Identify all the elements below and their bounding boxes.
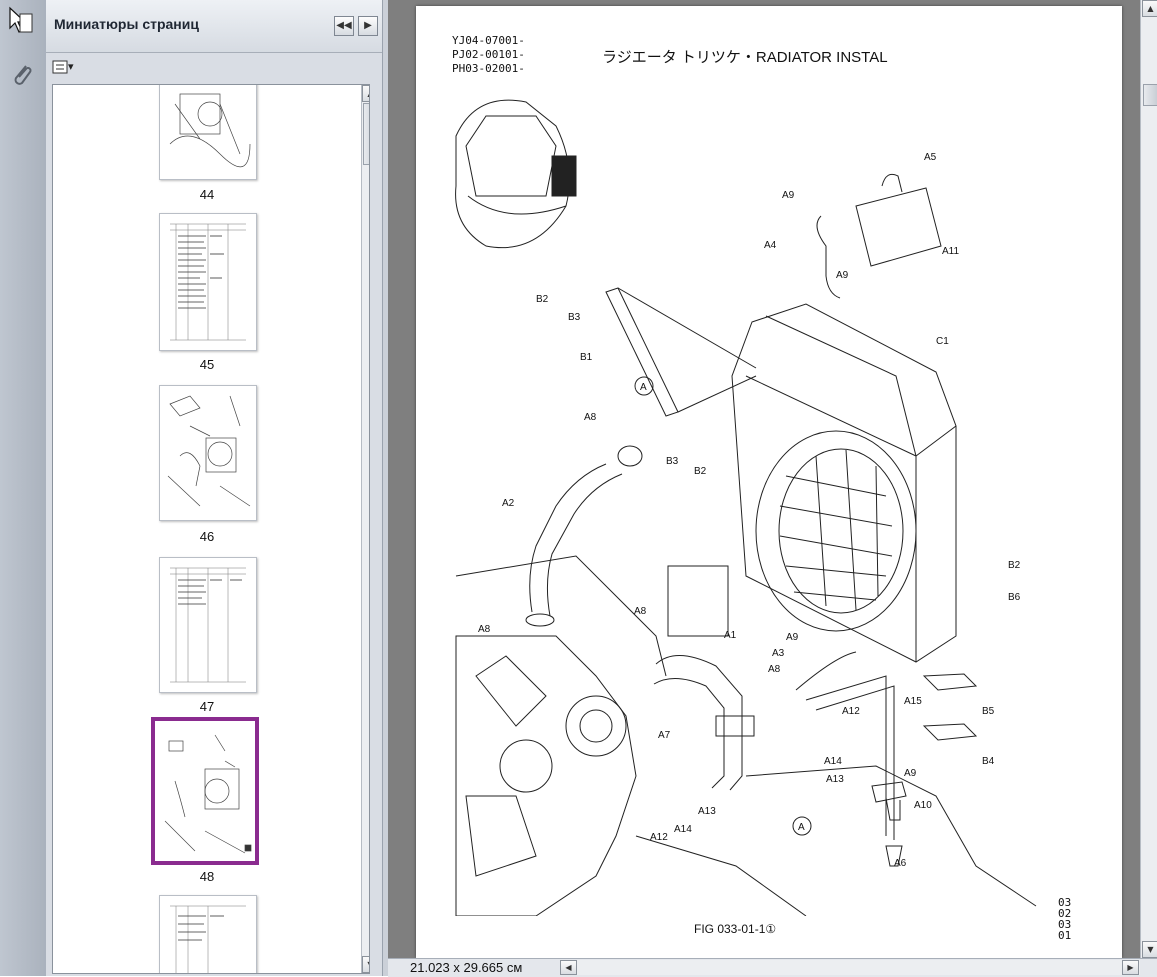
drawing-title: ラジエータ トリツケ・RADIATOR INSTAL xyxy=(602,49,888,66)
status-bar: 21.023 x 29.665 см ◀ ▶ xyxy=(388,958,1157,977)
thumbnail-options-button[interactable]: ▾ xyxy=(52,58,80,76)
callout-label: B3 xyxy=(568,312,581,323)
callout-label: C1 xyxy=(936,336,949,347)
callout-label: A9 xyxy=(836,270,849,281)
callout-label: A4 xyxy=(764,240,777,251)
callout-label: A10 xyxy=(914,800,932,811)
callout-label: A5 xyxy=(924,152,937,163)
scroll-right-button[interactable]: ▶ xyxy=(1122,960,1139,975)
thumbnail-page-next[interactable] xyxy=(159,895,257,973)
page-size-readout: 21.023 x 29.665 см xyxy=(410,960,523,975)
model-code: PH03-02001- xyxy=(452,62,525,75)
thumbnail-label: 45 xyxy=(199,357,215,372)
panel-splitter[interactable] xyxy=(382,0,389,976)
scroll-thumb[interactable] xyxy=(1143,84,1157,106)
scroll-up-button[interactable]: ▲ xyxy=(362,85,369,102)
thumbnail-scrollbar[interactable]: ▲ ▼ xyxy=(361,85,369,973)
callout-label: A11 xyxy=(942,246,959,257)
options-icon xyxy=(52,60,68,74)
radiator-diagram: A5 A9 A4 A11 A9 B2 B3 C1 B1 A A8 B3 B2 A… xyxy=(455,99,1037,916)
callout-label: B2 xyxy=(694,466,707,477)
callout-label: B4 xyxy=(982,756,995,767)
thumbnail-label: 46 xyxy=(199,529,215,544)
page-code: 03 xyxy=(1058,918,1072,931)
figure-caption: FIG 033-01-1① xyxy=(694,922,777,936)
callout-label: A1 xyxy=(724,630,737,641)
scroll-down-button[interactable]: ▼ xyxy=(362,956,369,973)
callout-label: B1 xyxy=(580,352,593,363)
callout-label: A xyxy=(798,822,805,833)
model-code: YJ04-07001- xyxy=(452,34,525,47)
model-code: PJ02-00101- xyxy=(452,48,525,61)
thumbnail-page-48-selected[interactable] xyxy=(151,717,259,865)
callout-label: A3 xyxy=(772,648,785,659)
callout-label: A xyxy=(640,382,647,393)
callout-label: A8 xyxy=(584,412,597,423)
page-code: 02 xyxy=(1058,907,1072,920)
thumbnail-label: 48 xyxy=(199,869,215,884)
callout-label: A13 xyxy=(698,806,716,817)
panel-title: Миниатюры страниц xyxy=(54,16,199,32)
scroll-thumb[interactable] xyxy=(363,103,369,165)
next-panel-button[interactable]: ▶ xyxy=(358,16,378,36)
scroll-left-button[interactable]: ◀ xyxy=(560,960,577,975)
callout-label: A8 xyxy=(478,624,491,635)
callout-label: B3 xyxy=(666,456,679,467)
document-horizontal-scrollbar[interactable]: ◀ ▶ xyxy=(560,960,1140,975)
attachments-icon[interactable] xyxy=(10,60,34,90)
callout-label: B2 xyxy=(1008,560,1021,571)
page-code: 03 xyxy=(1058,896,1072,909)
callout-label: A8 xyxy=(634,606,647,617)
thumbnail-panel: Миниатюры страниц ◀◀ ▶ ▾ 44 45 46 47 48 xyxy=(46,0,383,976)
callout-label: A14 xyxy=(674,824,692,835)
document-view: YJ04-07001- PJ02-00101- PH03-02001- ラジエー… xyxy=(388,0,1141,958)
callout-label: A2 xyxy=(502,498,515,509)
collapse-panel-button[interactable]: ◀◀ xyxy=(334,16,354,36)
callout-label: A15 xyxy=(904,696,922,707)
thumbnail-page-44[interactable] xyxy=(159,85,257,180)
callout-label: A7 xyxy=(658,730,671,741)
thumbnail-label: 44 xyxy=(199,187,215,202)
thumbnail-list: 44 45 46 47 48 ▲ ▼ xyxy=(52,84,370,974)
document-vertical-scrollbar[interactable]: ▲ ▼ xyxy=(1140,0,1157,958)
thumbnail-label: 47 xyxy=(199,699,215,714)
callout-label: A12 xyxy=(650,832,668,843)
scroll-down-button[interactable]: ▼ xyxy=(1142,941,1157,958)
callout-label: A6 xyxy=(894,858,907,869)
callout-label: A9 xyxy=(782,190,795,201)
thumbnail-page-45[interactable] xyxy=(159,213,257,351)
callout-label: A9 xyxy=(786,632,799,643)
page-code: 01 xyxy=(1058,929,1072,942)
callout-label: A14 xyxy=(824,756,842,767)
left-toolbar xyxy=(0,0,47,976)
callout-label: B2 xyxy=(536,294,549,305)
callout-label: A13 xyxy=(826,774,844,785)
callout-label: A9 xyxy=(904,768,917,779)
thumbnail-page-47[interactable] xyxy=(159,557,257,693)
callout-label: A12 xyxy=(842,706,860,717)
scroll-up-button[interactable]: ▲ xyxy=(1142,0,1157,17)
panel-header: Миниатюры страниц ◀◀ ▶ xyxy=(46,0,382,53)
callout-label: B5 xyxy=(982,706,995,717)
thumbnail-page-46[interactable] xyxy=(159,385,257,521)
page-thumbnails-icon[interactable] xyxy=(8,6,34,36)
callout-label: B6 xyxy=(1008,592,1021,603)
document-page: YJ04-07001- PJ02-00101- PH03-02001- ラジエー… xyxy=(416,6,1122,958)
callout-label: A8 xyxy=(768,664,781,675)
